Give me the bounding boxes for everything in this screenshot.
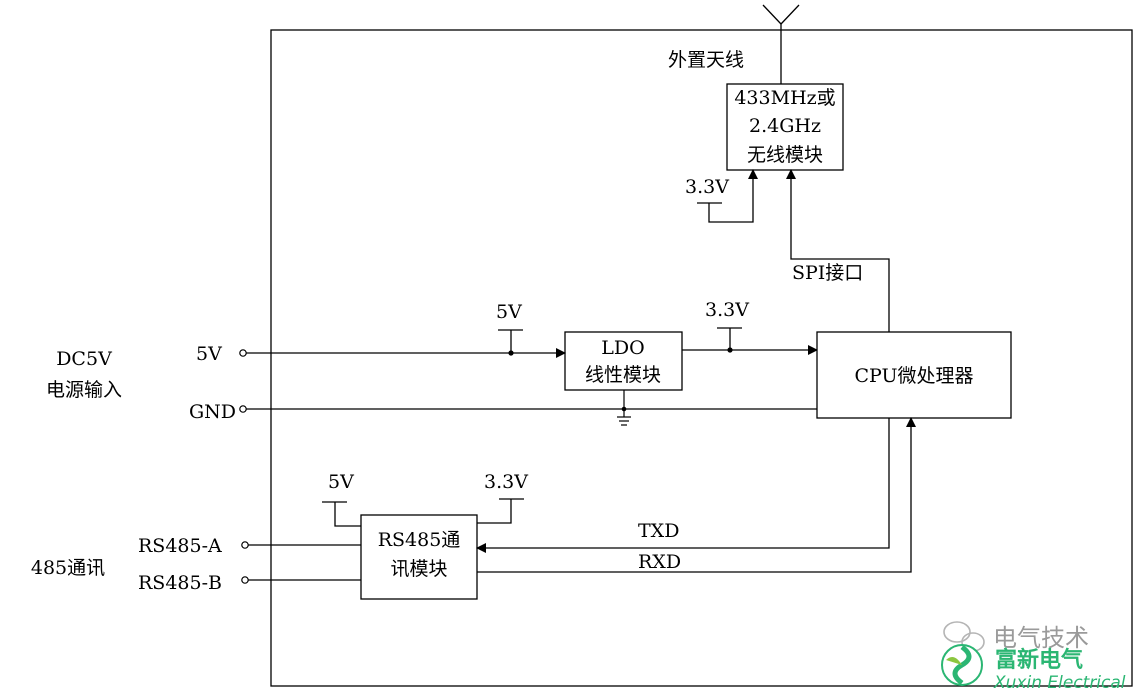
spi-label: SPI接口 (792, 262, 863, 284)
rs485-supply-5v-label: 5V (328, 471, 354, 493)
ground-icon (617, 390, 631, 426)
wireless-module-box (726, 83, 844, 171)
ldo-line-1: LDO (601, 337, 644, 359)
wireless-module-line-1: 433MHz或 (734, 87, 835, 109)
rs485-line-2: 讯模块 (390, 558, 447, 580)
rs485-supply-wires (322, 498, 524, 527)
terminal-rs485-a (241, 541, 249, 549)
wireless-supply-wire (697, 169, 758, 223)
txd-label: TXD (638, 520, 679, 542)
rs485-supply-33v-label: 3.3V (484, 471, 528, 493)
terminal-rs485-b (241, 576, 249, 584)
antenna-label: 外置天线 (668, 49, 744, 71)
watermark-brand: 富新电气 (995, 647, 1083, 673)
power-input-title-2: 电源输入 (46, 379, 122, 401)
port-b-label: RS485-B (138, 572, 222, 594)
ldo-module-box (564, 331, 683, 391)
wireless-supply-label: 3.3V (685, 176, 729, 198)
ldo-out-junction (727, 347, 733, 353)
terminal-gnd (239, 405, 247, 413)
ldo-in-supply-wire (498, 329, 523, 353)
antenna-icon (762, 4, 800, 84)
ldo-line-2: 线性模块 (585, 364, 661, 386)
power-wires (246, 348, 817, 410)
terminal-5v (239, 349, 247, 357)
watermark-brand-en: Xuxin Electrical (993, 673, 1126, 693)
watermark: 电气技术 富新电气 Xuxin Electrical (941, 621, 1126, 693)
cpu-label: CPU微处理器 (854, 365, 973, 387)
spi-wire (786, 169, 890, 332)
txd-rxd-wires (476, 417, 916, 573)
terminal-5v-label: 5V (196, 343, 222, 365)
watermark-channel: 电气技术 (993, 624, 1089, 652)
cpu-box (816, 331, 1012, 419)
rs485-line-1: RS485通 (378, 529, 461, 551)
port-a-label: RS485-A (138, 535, 222, 557)
power-input-title-1: DC5V (56, 348, 112, 370)
ldo-in-supply-label: 5V (496, 301, 522, 323)
terminal-gnd-label: GND (189, 401, 236, 423)
comm-title: 485通讯 (31, 557, 105, 579)
brand-logo-icon (941, 644, 983, 686)
wireless-module-line-3: 无线模块 (747, 144, 823, 166)
ldo-out-wire (682, 327, 818, 355)
device-enclosure (270, 29, 1133, 687)
rxd-label: RXD (638, 551, 681, 573)
ldo-out-supply-label: 3.3V (705, 299, 749, 321)
wireless-module-line-2: 2.4GHz (749, 115, 821, 137)
comm-port-wires (248, 544, 361, 581)
rs485-module-box (360, 514, 478, 600)
